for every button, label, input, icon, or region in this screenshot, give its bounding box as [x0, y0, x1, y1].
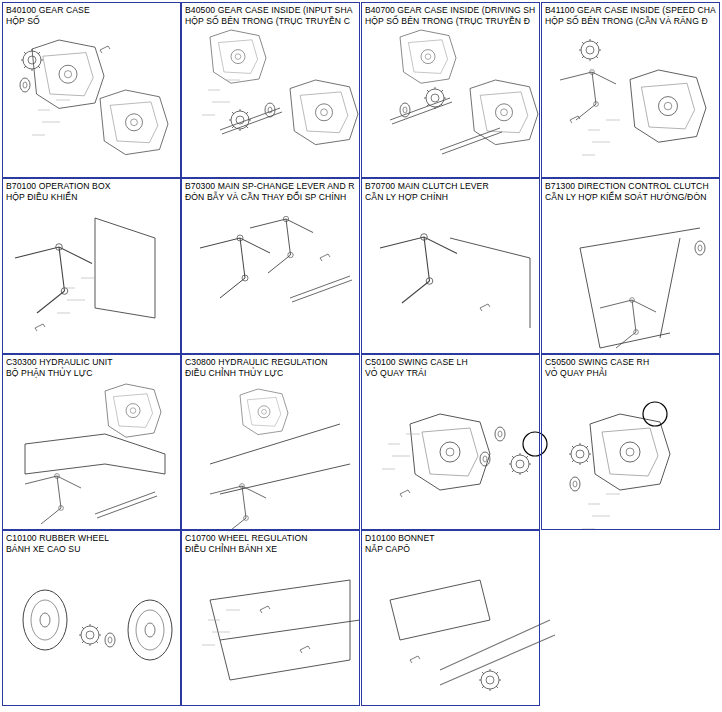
catalog-panel: B70100 OPERATION BOXHỘP ĐIỀU KHIỂN	[2, 178, 181, 354]
section-title-vi: CẦN LY HỢP CHÍNH	[362, 192, 448, 203]
section-title-vi: HỘP SỐ BÊN TRONG (TRỤC TRUYỀN Đ	[362, 16, 530, 27]
section-title-vi: BÁNH XE CAO SU	[3, 544, 80, 555]
catalog-panel: C10100 RUBBER WHEELBÁNH XE CAO SU	[2, 530, 181, 706]
catalog-panel: C10700 WHEEL REGULATIONĐIỀU CHỈNH BÁNH X…	[181, 530, 360, 706]
catalog-panel: B40700 GEAR CASE INSIDE (DRIVING SHHỘP S…	[361, 2, 540, 178]
section-title: C30800 HYDRAULIC REGULATION	[182, 355, 327, 368]
section-title: B71300 DIRECTION CONTROL CLUTCH	[542, 179, 709, 192]
section-title-vi: HỘP SỐ BÊN TRONG (TRỤC TRUYỀN C	[182, 16, 350, 27]
catalog-panel: C50500 SWING CASE RHVỎ QUAY PHẢI	[541, 354, 720, 530]
section-title: C10100 RUBBER WHEEL	[3, 531, 109, 544]
catalog-panel: B41100 GEAR CASE INSIDE (SPEED CHAHỘP SỐ…	[541, 2, 720, 178]
section-title: C50100 SWING CASE LH	[362, 355, 468, 368]
catalog-panel: B71300 DIRECTION CONTROL CLUTCHCẦN LY HỢ…	[541, 178, 720, 354]
section-title: B41100 GEAR CASE INSIDE (SPEED CHA	[542, 3, 716, 16]
section-title-vi: NẮP CAPÔ	[362, 544, 410, 555]
section-title: C50500 SWING CASE RH	[542, 355, 649, 368]
catalog-panel: D10100 BONNETNẮP CAPÔ	[361, 530, 540, 706]
section-title: B70100 OPERATION BOX	[3, 179, 111, 192]
section-title-vi: HỘP ĐIỀU KHIỂN	[3, 192, 77, 203]
catalog-panel: C30800 HYDRAULIC REGULATIONĐIỀU CHỈNH TH…	[181, 354, 360, 530]
section-title-vi: ĐIỀU CHỈNH BÁNH XE	[182, 544, 277, 555]
section-title-vi: HỘP SỐ	[3, 16, 40, 27]
catalog-panel: B70700 MAIN CLUTCH LEVERCẦN LY HỢP CHÍNH	[361, 178, 540, 354]
section-title-vi: VỎ QUAY TRÁI	[362, 368, 426, 379]
catalog-panel: C50100 SWING CASE LHVỎ QUAY TRÁI	[361, 354, 540, 530]
section-title-vi: CẦN LY HỢP KIỂM SOÁT HƯỚNG/ĐÒN	[542, 192, 707, 203]
section-title: C10700 WHEEL REGULATION	[182, 531, 308, 544]
catalog-panel: B70300 MAIN SP-CHANGE LEVER AND RĐÒN BẪY…	[181, 178, 360, 354]
section-title: B40100 GEAR CASE	[3, 3, 90, 16]
section-title-vi: VỎ QUAY PHẢI	[542, 368, 607, 379]
section-title: B70300 MAIN SP-CHANGE LEVER AND R	[182, 179, 355, 192]
section-title: B70700 MAIN CLUTCH LEVER	[362, 179, 489, 192]
section-title-vi: HỘP SỐ BÊN TRONG (CẦN VÀ RĂNG Đ	[542, 16, 708, 27]
catalog-panel: C30300 HYDRAULIC UNITBỘ PHẬN THỦY LỰC	[2, 354, 181, 530]
section-title-vi: ĐIỀU CHỈNH THỦY LỰC	[182, 368, 283, 379]
section-title: B40700 GEAR CASE INSIDE (DRIVING SH	[362, 3, 535, 16]
section-title-vi: ĐÒN BẪY VÀ CẦN THAY ĐỔI SP CHÍNH	[182, 192, 346, 203]
catalog-panel: B40500 GEAR CASE INSIDE (INPUT SHAHỘP SỐ…	[181, 2, 360, 178]
section-title: B40500 GEAR CASE INSIDE (INPUT SHA	[182, 3, 353, 16]
section-title-vi: BỘ PHẬN THỦY LỰC	[3, 368, 92, 379]
section-title: D10100 BONNET	[362, 531, 435, 544]
section-title: C30300 HYDRAULIC UNIT	[3, 355, 113, 368]
catalog-panel: B40100 GEAR CASEHỘP SỐ	[2, 2, 181, 178]
